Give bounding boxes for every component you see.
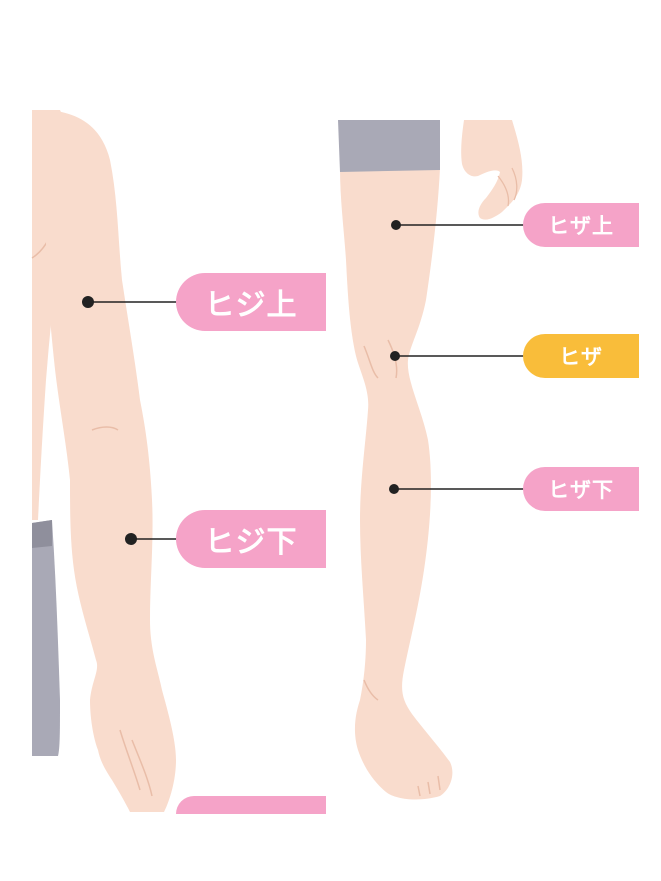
label-hiza-shita: ヒザ下 bbox=[523, 467, 639, 511]
label-hiza: ヒザ bbox=[523, 334, 639, 378]
dot-hiza bbox=[390, 351, 400, 361]
label-hiza-ue: ヒザ上 bbox=[523, 203, 639, 247]
shorts bbox=[32, 520, 60, 756]
label-hiji-shita: ヒジ下 bbox=[176, 510, 326, 568]
dot-hiji-ue bbox=[82, 296, 94, 308]
dot-hiza-shita bbox=[389, 484, 399, 494]
label-hiza-shita-text: ヒザ下 bbox=[548, 474, 614, 504]
label-hiza-ue-text: ヒザ上 bbox=[548, 210, 614, 240]
leg-figure bbox=[338, 120, 522, 799]
shorts-waistband bbox=[32, 520, 52, 548]
leg bbox=[340, 168, 452, 799]
leg-shorts bbox=[338, 120, 440, 172]
label-hiji-ue: ヒジ上 bbox=[176, 273, 326, 331]
label-hiji-ue-text: ヒジ上 bbox=[205, 280, 298, 324]
label-cutoff-bottom bbox=[176, 796, 326, 814]
dot-hiji-shita bbox=[125, 533, 137, 545]
label-hiji-shita-text: ヒジ下 bbox=[205, 517, 298, 561]
dot-hiza-ue bbox=[391, 220, 401, 230]
arm bbox=[40, 110, 176, 812]
label-hiza-text: ヒザ bbox=[559, 341, 603, 371]
arm-figure bbox=[32, 110, 176, 812]
